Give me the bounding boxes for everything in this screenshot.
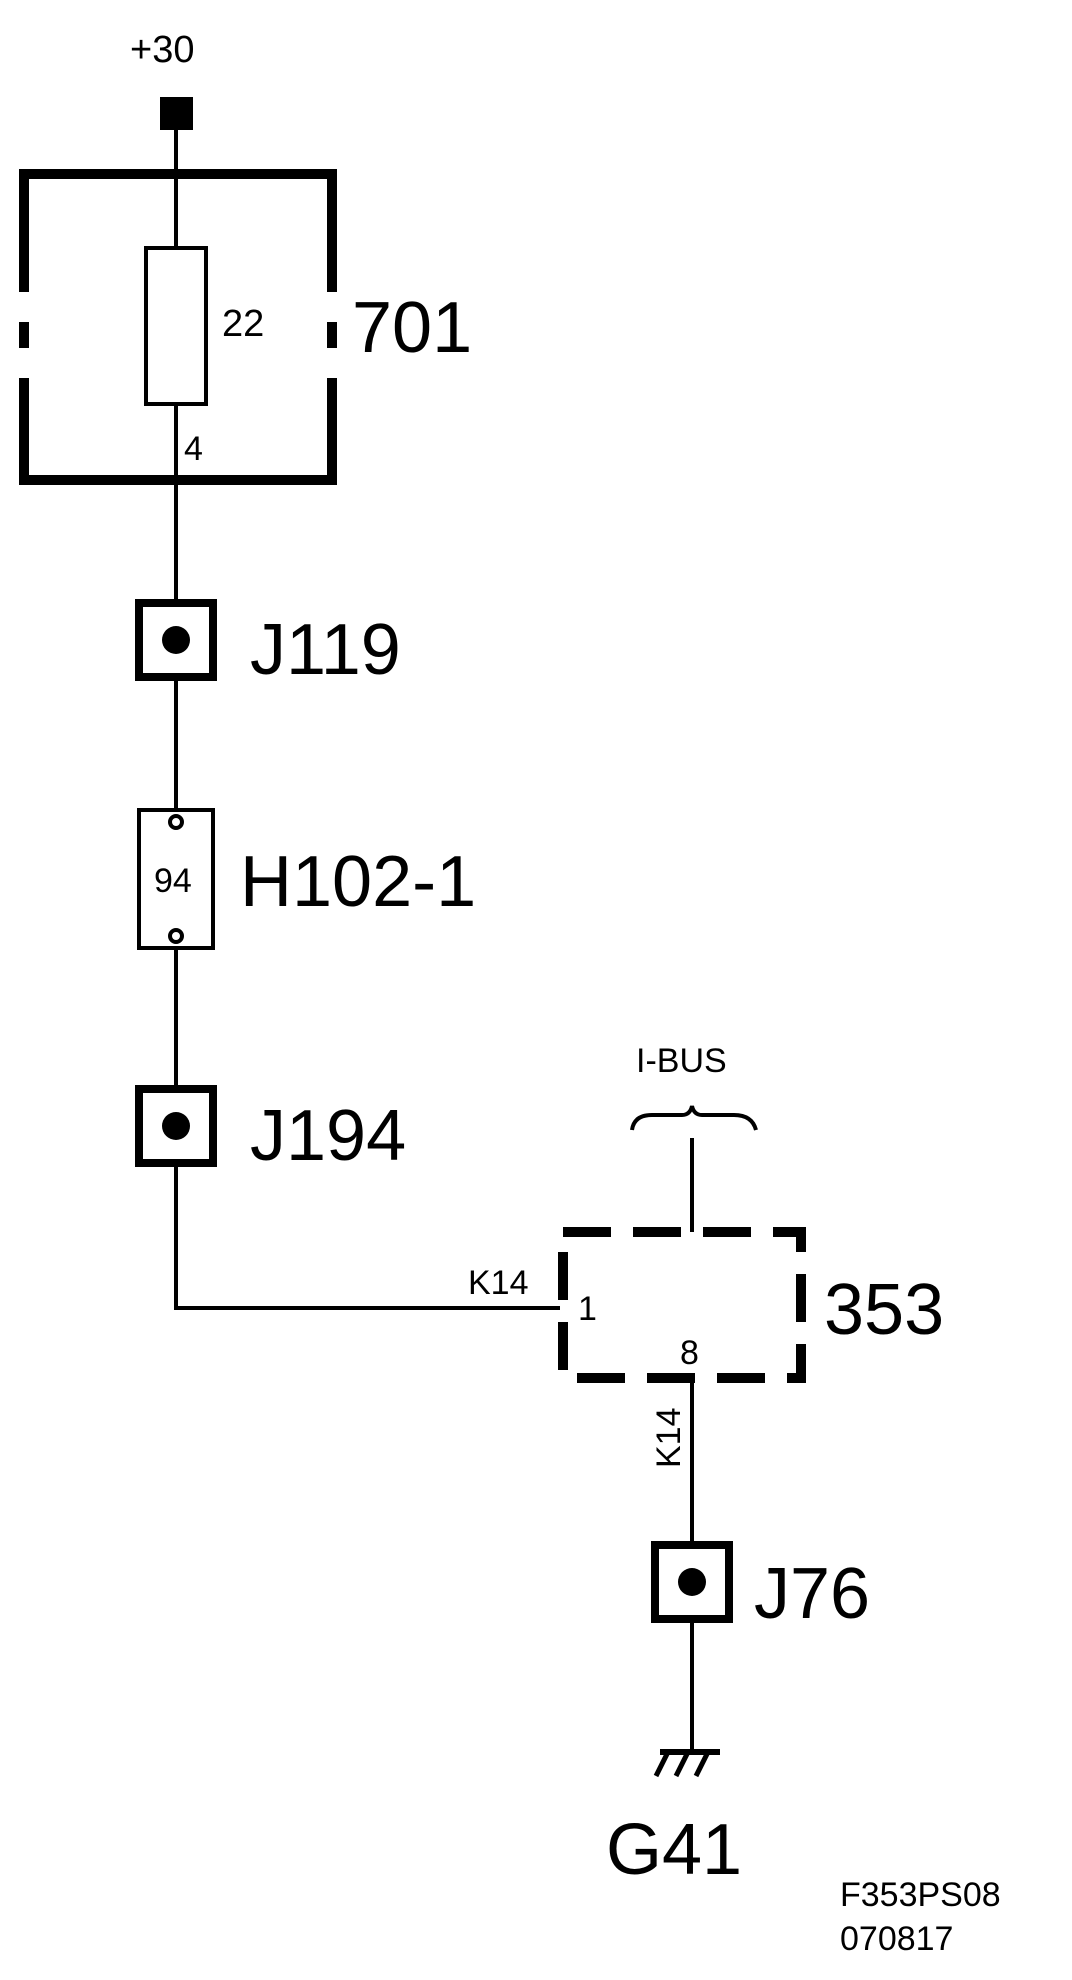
diagram-date: 070817 [840,1920,953,1958]
wire-label-k14-in: K14 [468,1264,529,1302]
supply-terminal [160,97,193,130]
module-pin-in: 1 [578,1290,597,1328]
splice-j194-dot [162,1112,190,1140]
bus-brace [630,1105,758,1131]
fuse-box-id: 701 [352,288,472,368]
module-353 [558,1227,806,1383]
fuse-22 [144,246,208,406]
diagram-code: F353PS08 [840,1876,1001,1914]
splice-j76-label: J76 [754,1554,870,1634]
connector-h102-label: H102-1 [240,842,476,922]
splice-j194-label: J194 [250,1096,406,1176]
supply-label: +30 [130,29,194,71]
connector-h102 [137,808,215,950]
fuse-pin: 4 [184,430,203,468]
bus-label: I-BUS [636,1042,727,1080]
connector-h102-pin-bottom [168,928,184,944]
fuse-number: 22 [222,303,264,345]
splice-j119-dot [162,626,190,654]
splice-j76-dot [678,1568,706,1596]
splice-j119 [135,599,217,681]
connector-h102-pin-top [168,814,184,830]
module-id: 353 [824,1270,944,1350]
connector-h102-pin: 94 [154,862,192,900]
ground-label: G41 [606,1810,742,1890]
wire-label-k14-out: K14 [650,1408,688,1469]
module-pin-out: 8 [680,1334,699,1372]
ground-symbol [653,1749,720,1778]
splice-j119-label: J119 [250,610,401,690]
fuse-box-701 [19,169,337,485]
